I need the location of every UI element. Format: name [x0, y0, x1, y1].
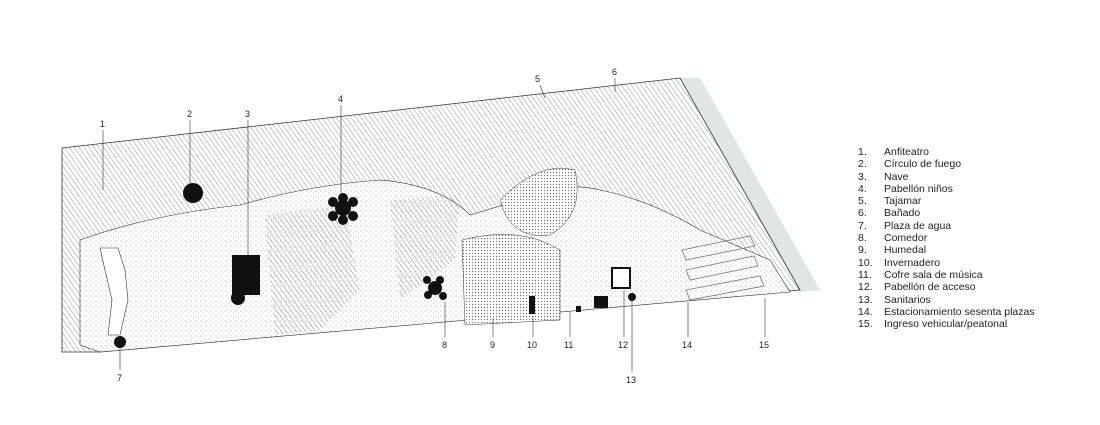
tajamar	[499, 167, 578, 236]
legend-item: 7. Plaza de agua	[858, 220, 1035, 232]
legend-label: Nave	[884, 170, 909, 183]
plan-markers: 1 2 3 4 5 6 7 8 9 10 11 12 13 14 15	[100, 67, 769, 385]
marker-9: 9	[490, 340, 495, 350]
legend-item: 11. Cofre sala de música	[858, 269, 1035, 281]
legend-number: 5.	[858, 195, 867, 208]
legend-number: 9.	[858, 244, 867, 257]
legend-item: 9. Humedal	[858, 244, 1035, 256]
legend-label: Cofre sala de música	[884, 268, 983, 281]
circulo-de-fuego	[183, 183, 203, 203]
marker-2: 2	[187, 109, 192, 119]
legend-number: 4.	[858, 182, 867, 195]
legend-item: 1. Anfiteatro	[858, 146, 1035, 158]
legend-number: 1.	[858, 146, 867, 158]
marker-14: 14	[682, 340, 692, 350]
estacionamiento	[681, 235, 765, 301]
legend: 1. Anfiteatro 2. Círculo de fuego 3. Nave 4…	[858, 146, 1035, 330]
nave	[232, 255, 260, 295]
legend-item: 14. Estacionamiento sesenta plazas	[858, 306, 1035, 318]
legend-label: Invernadero	[884, 256, 941, 269]
legend-item: 10. Invernadero	[858, 257, 1035, 269]
sanitarios	[628, 293, 636, 301]
hatched-band	[265, 205, 360, 335]
marker-13: 13	[626, 375, 636, 385]
legend-number: 7.	[858, 219, 867, 232]
legend-number: 11.	[858, 268, 872, 281]
legend-label: Pabellón de acceso	[884, 281, 976, 294]
marker-7: 7	[117, 373, 122, 383]
legend-number: 13.	[858, 293, 873, 306]
humedal-area	[461, 234, 561, 326]
legend-label: Plaza de agua	[884, 219, 952, 232]
marker-1: 1	[100, 119, 105, 129]
legend-item: 8. Comedor	[858, 232, 1035, 244]
site-edge	[680, 78, 820, 292]
legend-item: 3. Nave	[858, 171, 1035, 183]
legend-item: 2. Círculo de fuego	[858, 158, 1035, 170]
marker-6: 6	[612, 67, 617, 77]
legend-number: 12.	[858, 281, 873, 294]
pabellon-de-acceso	[611, 267, 631, 289]
legend-item: 15. Ingreso vehicular/peatonal	[858, 318, 1035, 330]
legend-label: Tajamar	[884, 195, 922, 208]
legend-label: Anfiteatro	[884, 146, 929, 158]
invernadero	[529, 296, 535, 314]
legend-number: 3.	[858, 170, 867, 183]
legend-number: 15.	[858, 318, 873, 331]
hatched-band	[390, 195, 460, 300]
legend-number: 2.	[858, 158, 867, 171]
legend-label: Círculo de fuego	[884, 158, 962, 171]
legend-label: Ingreso vehicular/peatonal	[884, 318, 1008, 331]
legend-number: 8.	[858, 232, 867, 245]
marker-5: 5	[535, 74, 540, 84]
marker-15: 15	[759, 340, 769, 350]
pabellon-ninos	[328, 193, 358, 225]
leader-lines	[102, 78, 766, 372]
legend-item: 4. Pabellón niños	[858, 183, 1035, 195]
legend-item: 5. Tajamar	[858, 195, 1035, 207]
legend-label: Pabellón niños	[884, 182, 953, 195]
legend-label: Humedal	[884, 244, 927, 257]
marker-11: 11	[564, 340, 573, 350]
marker-10: 10	[527, 340, 537, 350]
legend-label: Estacionamiento sesenta plazas	[884, 305, 1035, 318]
legend-label: Bañado	[884, 207, 921, 220]
legend-number: 14.	[858, 305, 873, 318]
marker-4: 4	[338, 94, 343, 104]
comedor	[423, 276, 447, 300]
legend-number: 10.	[858, 256, 873, 269]
legend-item: 13. Sanitarios	[858, 294, 1035, 306]
legend-item: 12. Pabellón de acceso	[858, 281, 1035, 293]
marker-3: 3	[245, 109, 250, 119]
plaza-de-agua	[114, 336, 126, 348]
marker-12: 12	[618, 340, 628, 350]
marker-8: 8	[442, 340, 447, 350]
legend-label: Comedor	[884, 232, 928, 245]
anfiteatro	[99, 247, 129, 336]
legend-label: Sanitarios	[884, 293, 931, 306]
legend-item: 6. Bañado	[858, 207, 1035, 219]
legend-number: 6.	[858, 207, 867, 220]
cofre-sala-de-musica	[576, 306, 581, 312]
